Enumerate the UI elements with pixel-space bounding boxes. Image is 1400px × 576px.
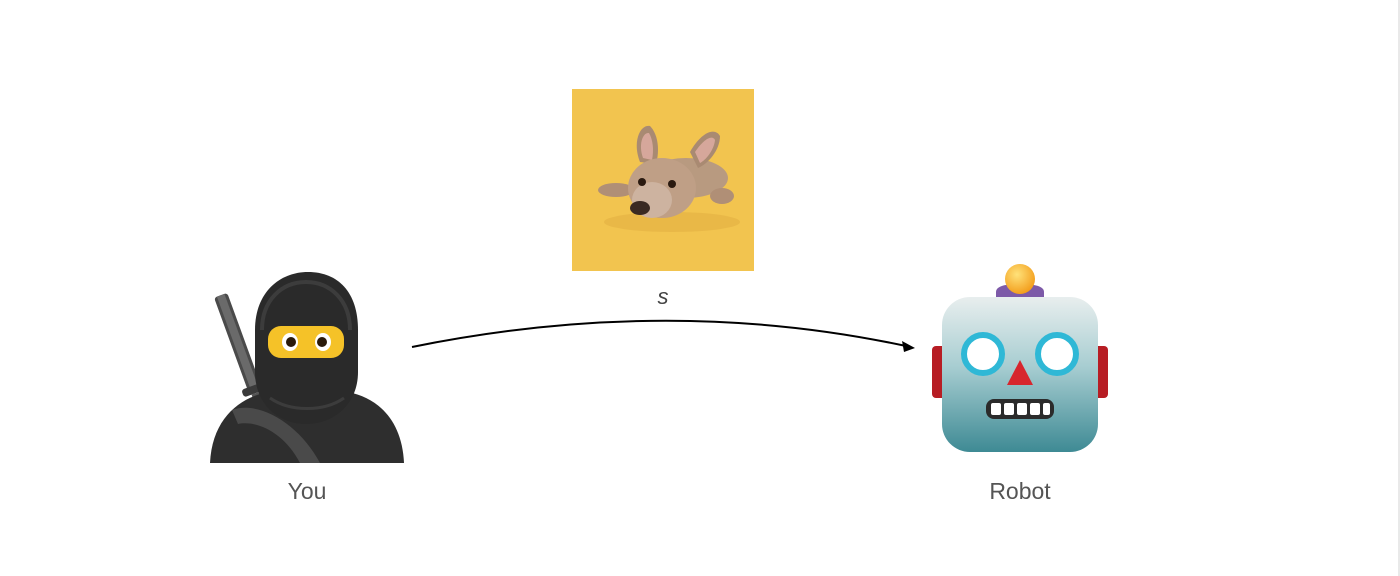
message-label: s (657, 284, 669, 309)
arrow-head (902, 341, 915, 352)
receiver-label: Robot (989, 478, 1051, 504)
page-edge (1398, 0, 1400, 576)
sender-label: You (287, 478, 327, 504)
arrow-line (411, 319, 907, 348)
